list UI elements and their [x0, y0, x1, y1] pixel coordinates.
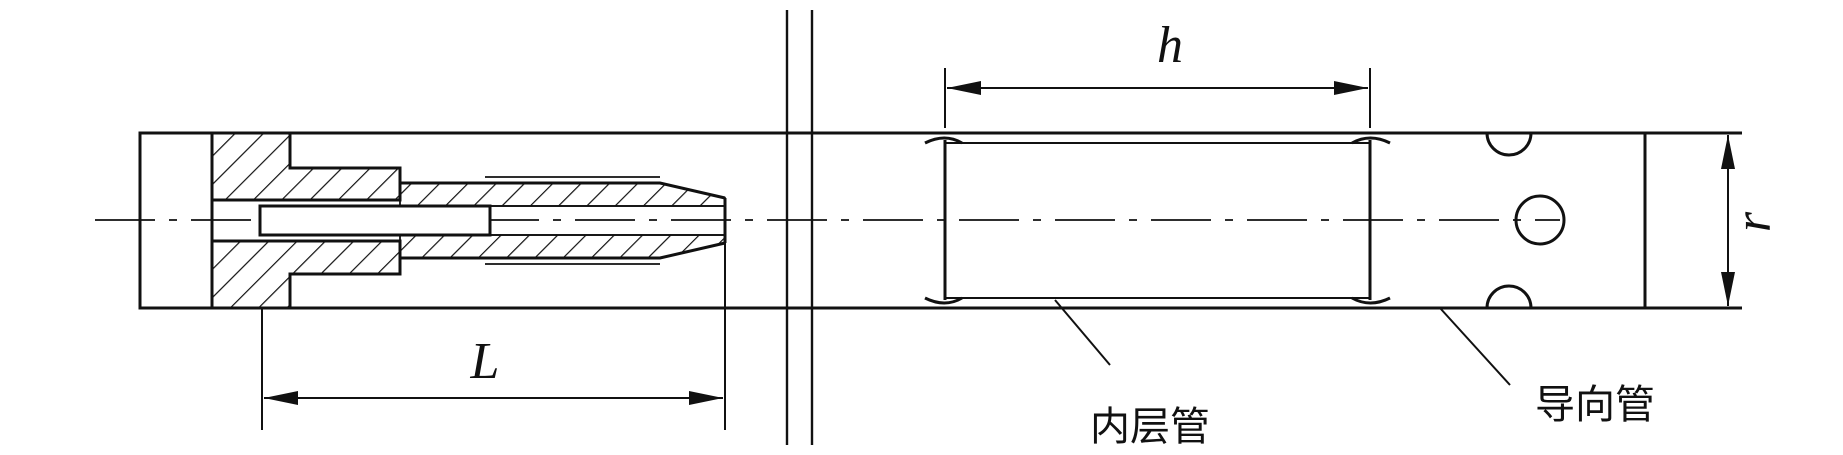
taper-hatch-upper — [399, 182, 726, 207]
inner-tube-label: 内层管 — [1090, 404, 1210, 450]
dimension-label-L: L — [470, 333, 500, 390]
dimension-label-r: r — [1725, 211, 1782, 232]
drawing-lines — [95, 10, 1742, 445]
central-bore — [258, 204, 492, 237]
inner-tube-fillet-bl — [924, 296, 963, 305]
inner-tube-leader — [1054, 299, 1111, 366]
taper-hatch-lower — [399, 234, 726, 259]
guide-tube-label: 导向管 — [1535, 382, 1655, 428]
guide-hole-top — [1485, 132, 1533, 157]
guide-hole-center — [1514, 194, 1566, 246]
dimension-label-h: h — [1157, 17, 1183, 74]
inner-tube-fillet-tr — [1351, 136, 1391, 145]
guide-hole-bottom — [1485, 284, 1533, 309]
guide-tube-leader — [1439, 307, 1511, 386]
inner-tube-fillet-tl — [924, 136, 963, 145]
inner-tube-fillet-br — [1351, 296, 1391, 305]
left-end-plug — [138, 131, 214, 310]
